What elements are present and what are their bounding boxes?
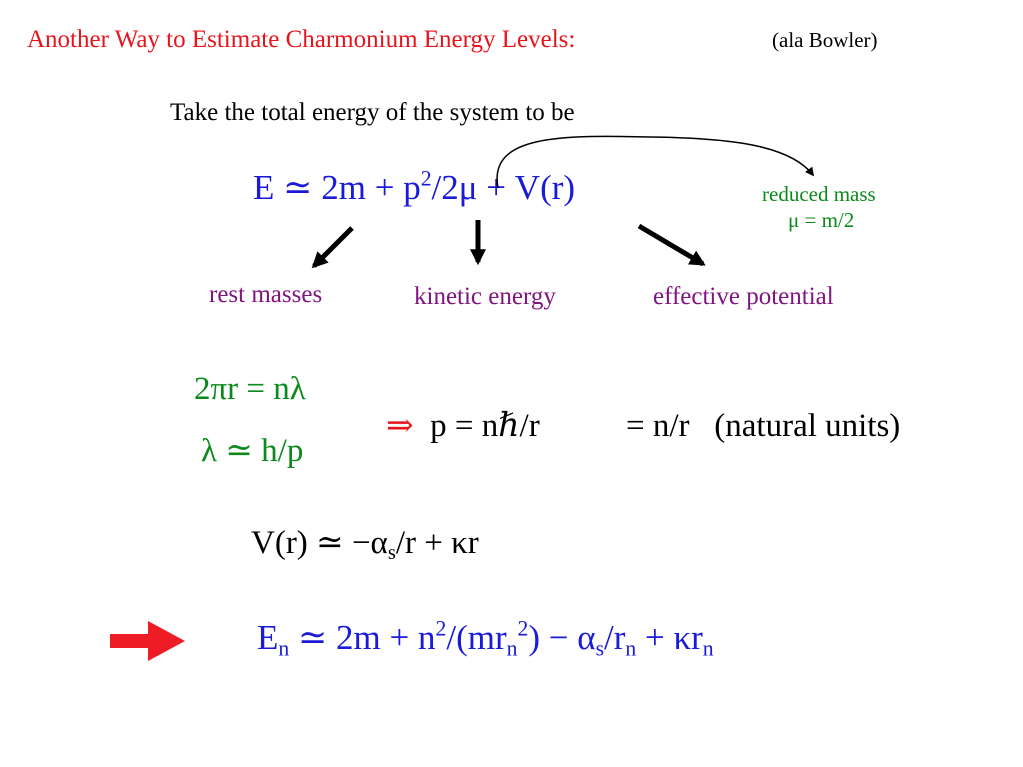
radius-subscript: n [702,636,714,661]
slide-subtitle: (ala Bowler) [772,28,878,52]
slide-title: Another Way to Estimate Charmonium Energ… [27,26,576,53]
energy-lhs: E [253,168,275,207]
plus-symbol: + [486,168,507,207]
implies-icon: ⇒ [386,408,414,444]
potential-term: V(r) [514,168,576,207]
natural-units-equation: = n/r (natural units) [626,408,901,444]
final-term-2: /(mr [446,618,507,657]
potential-equation: V(r) ≃ −αs/r + κr [251,525,479,564]
rest-masses-label: rest masses [209,281,323,308]
n-exponent: 2 [435,616,447,641]
intro-text: Take the total energy of the system to b… [170,99,575,126]
momentum-exponent: 2 [420,166,432,191]
momentum-quantized: p = nℏ/r [430,408,540,444]
rest-mass-term: 2m [321,168,366,207]
approx-symbol: ≃ [283,168,313,207]
kinetic-energy-label: kinetic energy [414,283,556,310]
energy-subscript: n [278,636,290,661]
reduced-mass-value: μ = m/2 [788,208,855,232]
red-arrow-icon [110,621,185,661]
potential-rhs: /r + κr [395,525,479,561]
de-broglie-relation: λ ≃ h/p [201,433,304,469]
final-term-1: ≃ 2m + n [289,618,436,657]
alpha-subscript: s [387,542,396,565]
radius-subscript: n [506,636,518,661]
final-term-5: + κr [636,618,703,657]
curved-arrow-icon [496,135,815,189]
kinetic-term: p2/2μ [403,168,477,207]
potential-lhs: V(r) ≃ −α [251,525,388,561]
reduced-mass-label: reduced mass [762,182,876,206]
final-term-4: /r [604,618,626,657]
plus-symbol: + [374,168,395,207]
arrow-down-right-icon [637,223,706,267]
energy-equation: E ≃ 2m + p2/2μ + V(r) [253,168,576,207]
bohr-condition: 2πr = nλ [194,371,306,407]
alpha-subscript: s [595,636,605,661]
final-term-3: ) − α [528,618,596,657]
momentum-symbol: p [403,168,421,207]
energy-symbol: E [257,618,279,657]
arrow-down-left-icon [311,226,354,269]
momentum-equation: ⇒ p = nℏ/r [386,410,540,443]
energy-level-equation: En ≃ 2m + n2/(mrn2) − αs/rn + κrn [257,616,714,660]
radius-subscript: n [625,636,637,661]
effective-potential-label: effective potential [653,283,834,310]
reduced-mass-divisor: /2μ [431,168,478,207]
radius-exponent: 2 [517,616,529,641]
